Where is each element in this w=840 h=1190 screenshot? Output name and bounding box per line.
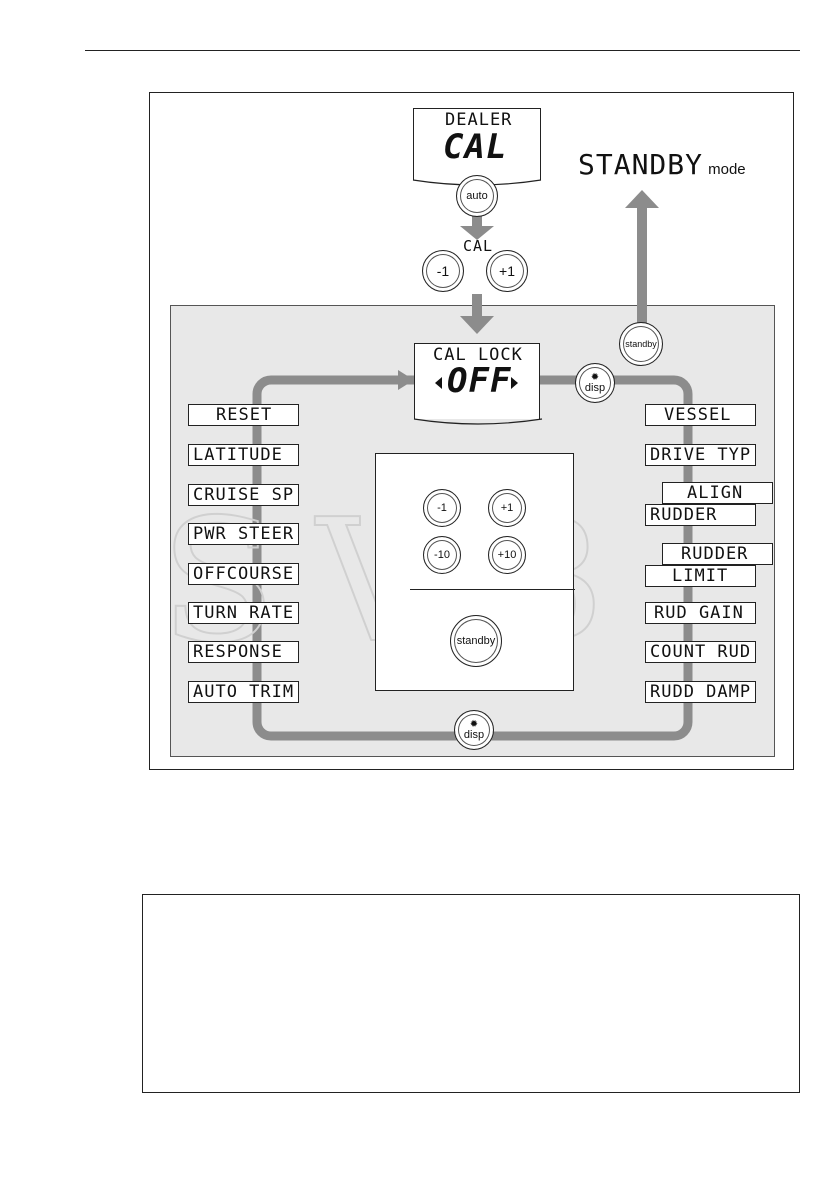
menu-pwr-steer: PWR STEER <box>188 523 299 545</box>
menu-rudder: RUDDER <box>645 504 756 526</box>
menu-cruise-sp: CRUISE SP <box>188 484 299 506</box>
keypad-divider <box>410 589 575 590</box>
keypad-minus1-label: -1 <box>437 502 447 514</box>
table-row <box>142 985 800 1041</box>
menu-latitude: LATITUDE <box>188 444 299 466</box>
menu-count-rud: COUNT RUD <box>645 641 756 663</box>
standby-mode-label: STANDBY mode <box>578 148 746 181</box>
left-arrow-icon <box>435 377 442 389</box>
standby-text: STANDBY <box>578 148 703 181</box>
menu-response: RESPONSE <box>188 641 299 663</box>
menu-reset: RESET <box>188 404 299 426</box>
table-header-row <box>142 894 800 931</box>
mode-text: mode <box>708 161 746 178</box>
cal-plus1-label: +1 <box>499 263 515 279</box>
menu-rud-gain: RUD GAIN <box>645 602 756 624</box>
down-arrow-cal <box>460 316 494 334</box>
menu-rudder-limit-top: RUDDER <box>662 543 773 565</box>
keypad-plus10-button[interactable]: +10 <box>488 536 526 574</box>
menu-auto-trim: AUTO TRIM <box>188 681 299 703</box>
standby-button-top[interactable]: standby <box>619 322 663 366</box>
sun-icon: ✹ <box>470 720 478 729</box>
keypad-minus10-button[interactable]: -10 <box>423 536 461 574</box>
right-arrow-icon <box>511 377 518 389</box>
disp-button-bottom[interactable]: ✹ disp <box>454 710 494 750</box>
menu-rudd-damp: RUDD DAMP <box>645 681 756 703</box>
disp-button-bottom-label: disp <box>464 729 484 741</box>
table-row <box>142 1040 800 1093</box>
auto-button[interactable]: auto <box>456 175 498 217</box>
keypad-minus10-label: -10 <box>434 549 450 561</box>
menu-drive-typ: DRIVE TYP <box>645 444 756 466</box>
cal-plus1-button[interactable]: +1 <box>486 250 528 292</box>
standby-button-top-label: standby <box>625 339 657 349</box>
disp-button-top[interactable]: ✹ disp <box>575 363 615 403</box>
keypad-standby-button[interactable]: standby <box>450 615 502 667</box>
table-row <box>142 930 800 986</box>
keypad-plus10-label: +10 <box>498 549 517 561</box>
menu-align: ALIGN <box>662 482 773 504</box>
menu-limit: LIMIT <box>645 565 756 587</box>
cal-lock-display: CAL LOCK OFF <box>414 343 540 419</box>
cal-lock-value: OFF <box>447 361 511 401</box>
sun-icon: ✹ <box>591 373 599 382</box>
dealer-cal-display: DEALER CAL <box>413 108 541 180</box>
cal-minus1-button[interactable]: -1 <box>422 250 464 292</box>
cal-minus1-label: -1 <box>437 263 449 279</box>
auto-button-label: auto <box>466 190 487 202</box>
menu-offcourse: OFFCOURSE <box>188 563 299 585</box>
cal-value: CAL <box>443 127 507 167</box>
disp-button-top-label: disp <box>585 382 605 394</box>
menu-turn-rate: TURN RATE <box>188 602 299 624</box>
keypad-plus1-label: +1 <box>501 502 514 514</box>
menu-vessel: VESSEL <box>645 404 756 426</box>
cal-label: CAL <box>463 237 493 255</box>
keypad-plus1-button[interactable]: +1 <box>488 489 526 527</box>
loop-arrow <box>398 370 414 390</box>
up-arrow-standby <box>625 190 659 208</box>
keypad-minus1-button[interactable]: -1 <box>423 489 461 527</box>
keypad-standby-label: standby <box>457 635 496 647</box>
